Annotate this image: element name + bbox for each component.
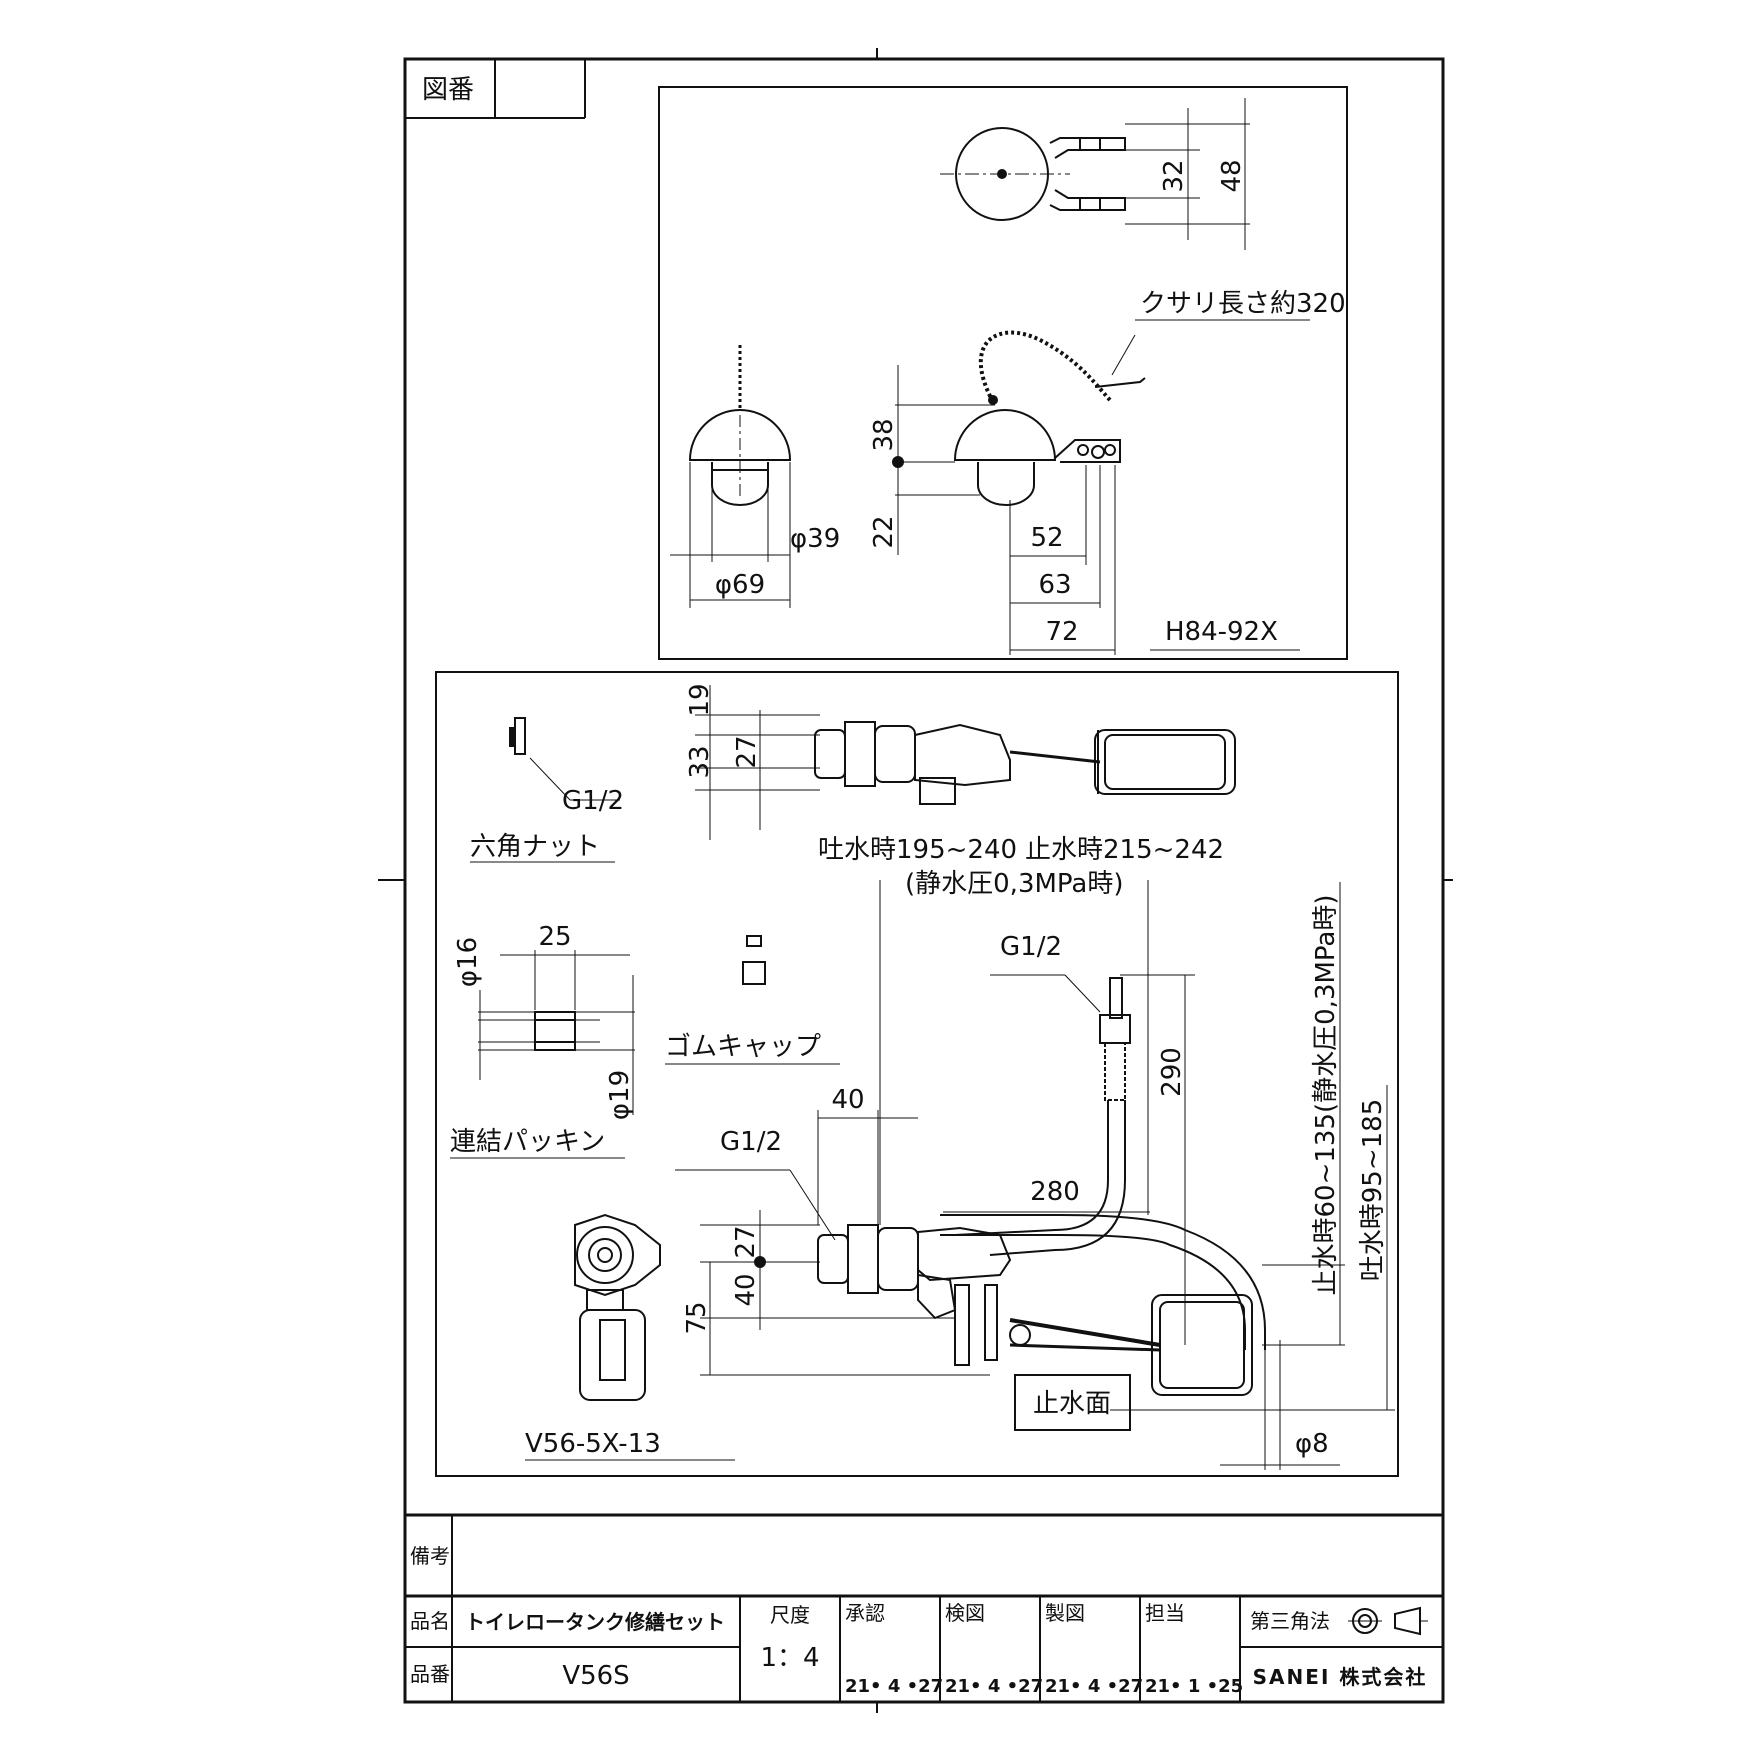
- flapper-side-view: [892, 319, 1310, 655]
- remarks-label: 備考: [410, 1544, 450, 1568]
- chain-length-note: クサリ長さ約320: [1140, 289, 1346, 319]
- dim-63: 63: [1038, 570, 1071, 600]
- flapper-front-view: [670, 345, 792, 608]
- dim-290: 290: [1157, 1047, 1187, 1097]
- drawing-no-label: 図番: [422, 75, 474, 105]
- stop-surface-box: [1014, 1374, 1131, 1431]
- dim-19: 19: [685, 683, 715, 716]
- scale-value: 1：4: [760, 1643, 819, 1673]
- charge-date: 21• 1 •25: [1145, 1676, 1243, 1697]
- product-number: V56S: [562, 1661, 629, 1691]
- dim-phi16: φ16: [453, 937, 483, 987]
- checked-date: 21• 4 •27: [945, 1676, 1043, 1697]
- title-block: [405, 1513, 1443, 1702]
- number-label: 品番: [410, 1662, 450, 1686]
- hex-nut-drawing: [470, 717, 620, 863]
- discharge-range: 吐水時195~240: [818, 835, 1017, 865]
- drawn-date: 21• 4 •27: [1045, 1676, 1143, 1697]
- discharge-level-vertical: 吐水時95~185: [1358, 1099, 1388, 1282]
- stop-level-vertical: 止水時60~135(静水圧0,3MPa時): [1311, 894, 1341, 1295]
- dim-phi69: φ69: [715, 570, 765, 600]
- drawn-label: 製図: [1045, 1601, 1085, 1625]
- checked-label: 検図: [945, 1601, 985, 1625]
- dim-40-horizontal: 40: [831, 1085, 864, 1115]
- dim-phi8: φ8: [1295, 1429, 1329, 1459]
- valve-plan-view: [695, 685, 1236, 840]
- rubber-cap-drawing: [665, 935, 840, 1065]
- dim-27-top: 27: [732, 735, 762, 768]
- valve-thread: G1/2: [720, 1127, 782, 1157]
- company-name: SANEI 株式会社: [1253, 1665, 1428, 1689]
- projection-label: 第三角法: [1250, 1609, 1330, 1633]
- approved-date: 21• 4 •27: [845, 1676, 943, 1697]
- dim-33: 33: [685, 745, 715, 778]
- dim-22: 22: [869, 515, 899, 548]
- inlet-thread: G1/2: [1000, 932, 1062, 962]
- flapper-top-view: [940, 98, 1250, 250]
- dim-phi39: φ39: [790, 524, 840, 554]
- valve-panel: [435, 671, 1399, 1477]
- hex-nut-label: 六角ナット: [470, 832, 600, 862]
- dim-40: 40: [731, 1273, 761, 1306]
- coupling-packing-label: 連結パッキン: [450, 1127, 605, 1157]
- approved-label: 承認: [845, 1601, 885, 1625]
- hex-nut-thread: G1/2: [562, 786, 624, 816]
- dim-72: 72: [1045, 617, 1078, 647]
- valve-code: V56-5X-13: [525, 1429, 661, 1459]
- scale-label: 尺度: [770, 1603, 810, 1627]
- stop-surface-label: 止水面: [1033, 1389, 1111, 1419]
- stop-range: 止水時215~242: [1025, 835, 1224, 865]
- dim-25: 25: [538, 922, 571, 952]
- dim-38: 38: [869, 418, 899, 451]
- dim-32: 32: [1159, 159, 1189, 192]
- dim-280: 280: [1030, 1177, 1080, 1207]
- valve-side-view: [675, 880, 1395, 1470]
- product-name: トイレロータンク修繕セット: [465, 1610, 725, 1634]
- coupling-packing-drawing: [450, 950, 635, 1159]
- dim-48: 48: [1217, 159, 1247, 192]
- dim-75: 75: [682, 1301, 712, 1334]
- dim-27: 27: [731, 1225, 761, 1258]
- dim-52: 52: [1030, 523, 1063, 553]
- ball-tap-code: H84-92X: [1165, 617, 1278, 647]
- charge-label: 担当: [1145, 1601, 1185, 1625]
- name-label: 品名: [410, 1609, 450, 1633]
- pressure-note: (静水圧0,3MPa時): [905, 869, 1124, 899]
- ball-tap-panel: [658, 86, 1348, 660]
- rubber-cap-label: ゴムキャップ: [665, 1032, 821, 1062]
- dim-phi19: φ19: [605, 1070, 635, 1120]
- valve-end-view: [525, 1213, 735, 1461]
